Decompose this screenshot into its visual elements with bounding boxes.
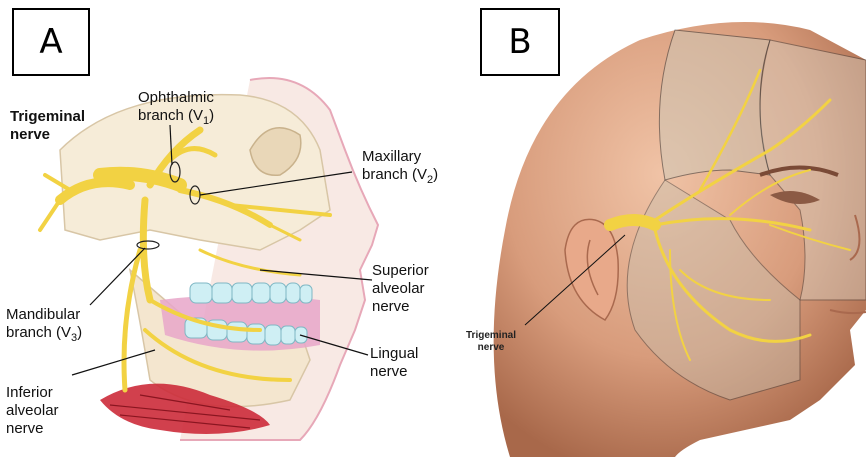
panel-b: B Trigeminal nerve (470, 0, 866, 457)
label-superior-alveolar-nerve: Superior alveolar nerve (372, 262, 429, 316)
label-ophthalmic-branch: Ophthalmic branch (V1) (138, 89, 214, 130)
panel-a-letter: A (12, 8, 90, 76)
upper-teeth (190, 283, 312, 303)
label-inferior-alveolar-nerve: Inferior alveolar nerve (6, 384, 59, 438)
label-trigeminal-nerve-b: Trigeminal nerve (466, 330, 516, 354)
label-maxillary-branch: Maxillary branch (V2) (362, 148, 438, 189)
label-mandibular-branch: Mandibular branch (V3) (6, 306, 82, 347)
panel-b-letter: B (480, 8, 560, 76)
label-lingual-nerve: Lingual nerve (370, 345, 418, 381)
ophthalmic-zone (659, 30, 770, 180)
